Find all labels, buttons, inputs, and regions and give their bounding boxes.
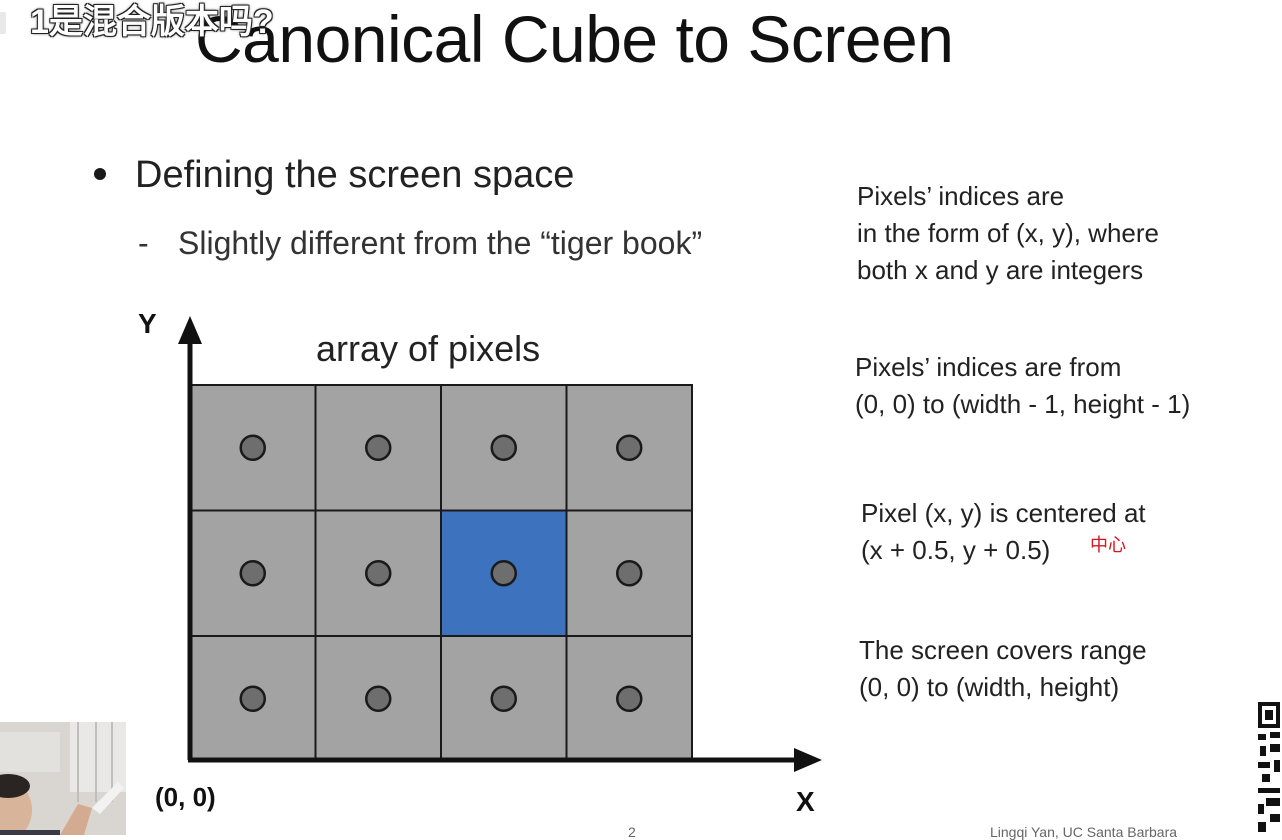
note-line: Pixel (x, y) is centered at <box>861 498 1146 528</box>
pixel-center-dot <box>365 685 392 712</box>
note-indices-form: Pixels’ indices are in the form of (x, y… <box>857 178 1159 289</box>
pixel-center-dot <box>490 685 517 712</box>
note-screen-range: The screen covers range (0, 0) to (width… <box>859 632 1147 706</box>
pixel-center-dot <box>239 434 266 461</box>
x-axis-label: X <box>796 786 815 817</box>
note-line: (0, 0) to (width - 1, height - 1) <box>855 389 1191 419</box>
note-line: both x and y are integers <box>857 255 1144 285</box>
slide-title: Canonical Cube to Screen <box>195 2 954 76</box>
note-indices-range: Pixels’ indices are from (0, 0) to (widt… <box>855 349 1190 423</box>
pixel-center-dot <box>365 434 392 461</box>
footer-author: Lingqi Yan, UC Santa Barbara <box>990 824 1178 840</box>
pixel-center-dot <box>490 434 517 461</box>
pixel-center-dot <box>239 685 266 712</box>
sub-bullet-dash: - <box>138 225 149 261</box>
pixel-center-dot <box>616 434 643 461</box>
pixel-center-dot <box>616 560 643 587</box>
pixel-center-dot <box>490 560 517 587</box>
y-axis-label: Y <box>138 308 157 339</box>
danmaku-edge <box>0 12 6 34</box>
footer-page-number: 2 <box>628 824 636 840</box>
bullet-dot-icon <box>94 168 106 180</box>
grid-dots <box>239 434 643 712</box>
handwritten-annotation: 中心 <box>1090 535 1126 555</box>
note-line: (x + 0.5, y + 0.5) <box>861 535 1051 565</box>
danmaku-comment[interactable]: 1是混合版本吗? <box>30 3 274 41</box>
x-axis-arrow-icon <box>794 748 822 772</box>
note-line: The screen covers range <box>859 635 1147 665</box>
presenter-image <box>0 722 126 835</box>
array-of-pixels-label: array of pixels <box>316 328 541 369</box>
main-bullet: Defining the screen space <box>135 154 575 196</box>
sub-bullet: Slightly different from the “tiger book” <box>178 225 703 261</box>
presenter-webcam <box>0 722 126 835</box>
qr-code-icon <box>1256 700 1282 835</box>
y-axis-arrow-icon <box>178 316 202 344</box>
note-line: (0, 0) to (width, height) <box>859 672 1120 702</box>
note-pixel-center: Pixel (x, y) is centered at (x + 0.5, y … <box>861 495 1146 569</box>
note-line: Pixels’ indices are <box>857 181 1065 211</box>
pixel-center-dot <box>365 560 392 587</box>
origin-label: (0, 0) <box>155 782 216 812</box>
pixel-center-dot <box>616 685 643 712</box>
note-line: Pixels’ indices are from <box>855 352 1122 382</box>
pixel-center-dot <box>239 560 266 587</box>
note-line: in the form of (x, y), where <box>857 218 1159 248</box>
